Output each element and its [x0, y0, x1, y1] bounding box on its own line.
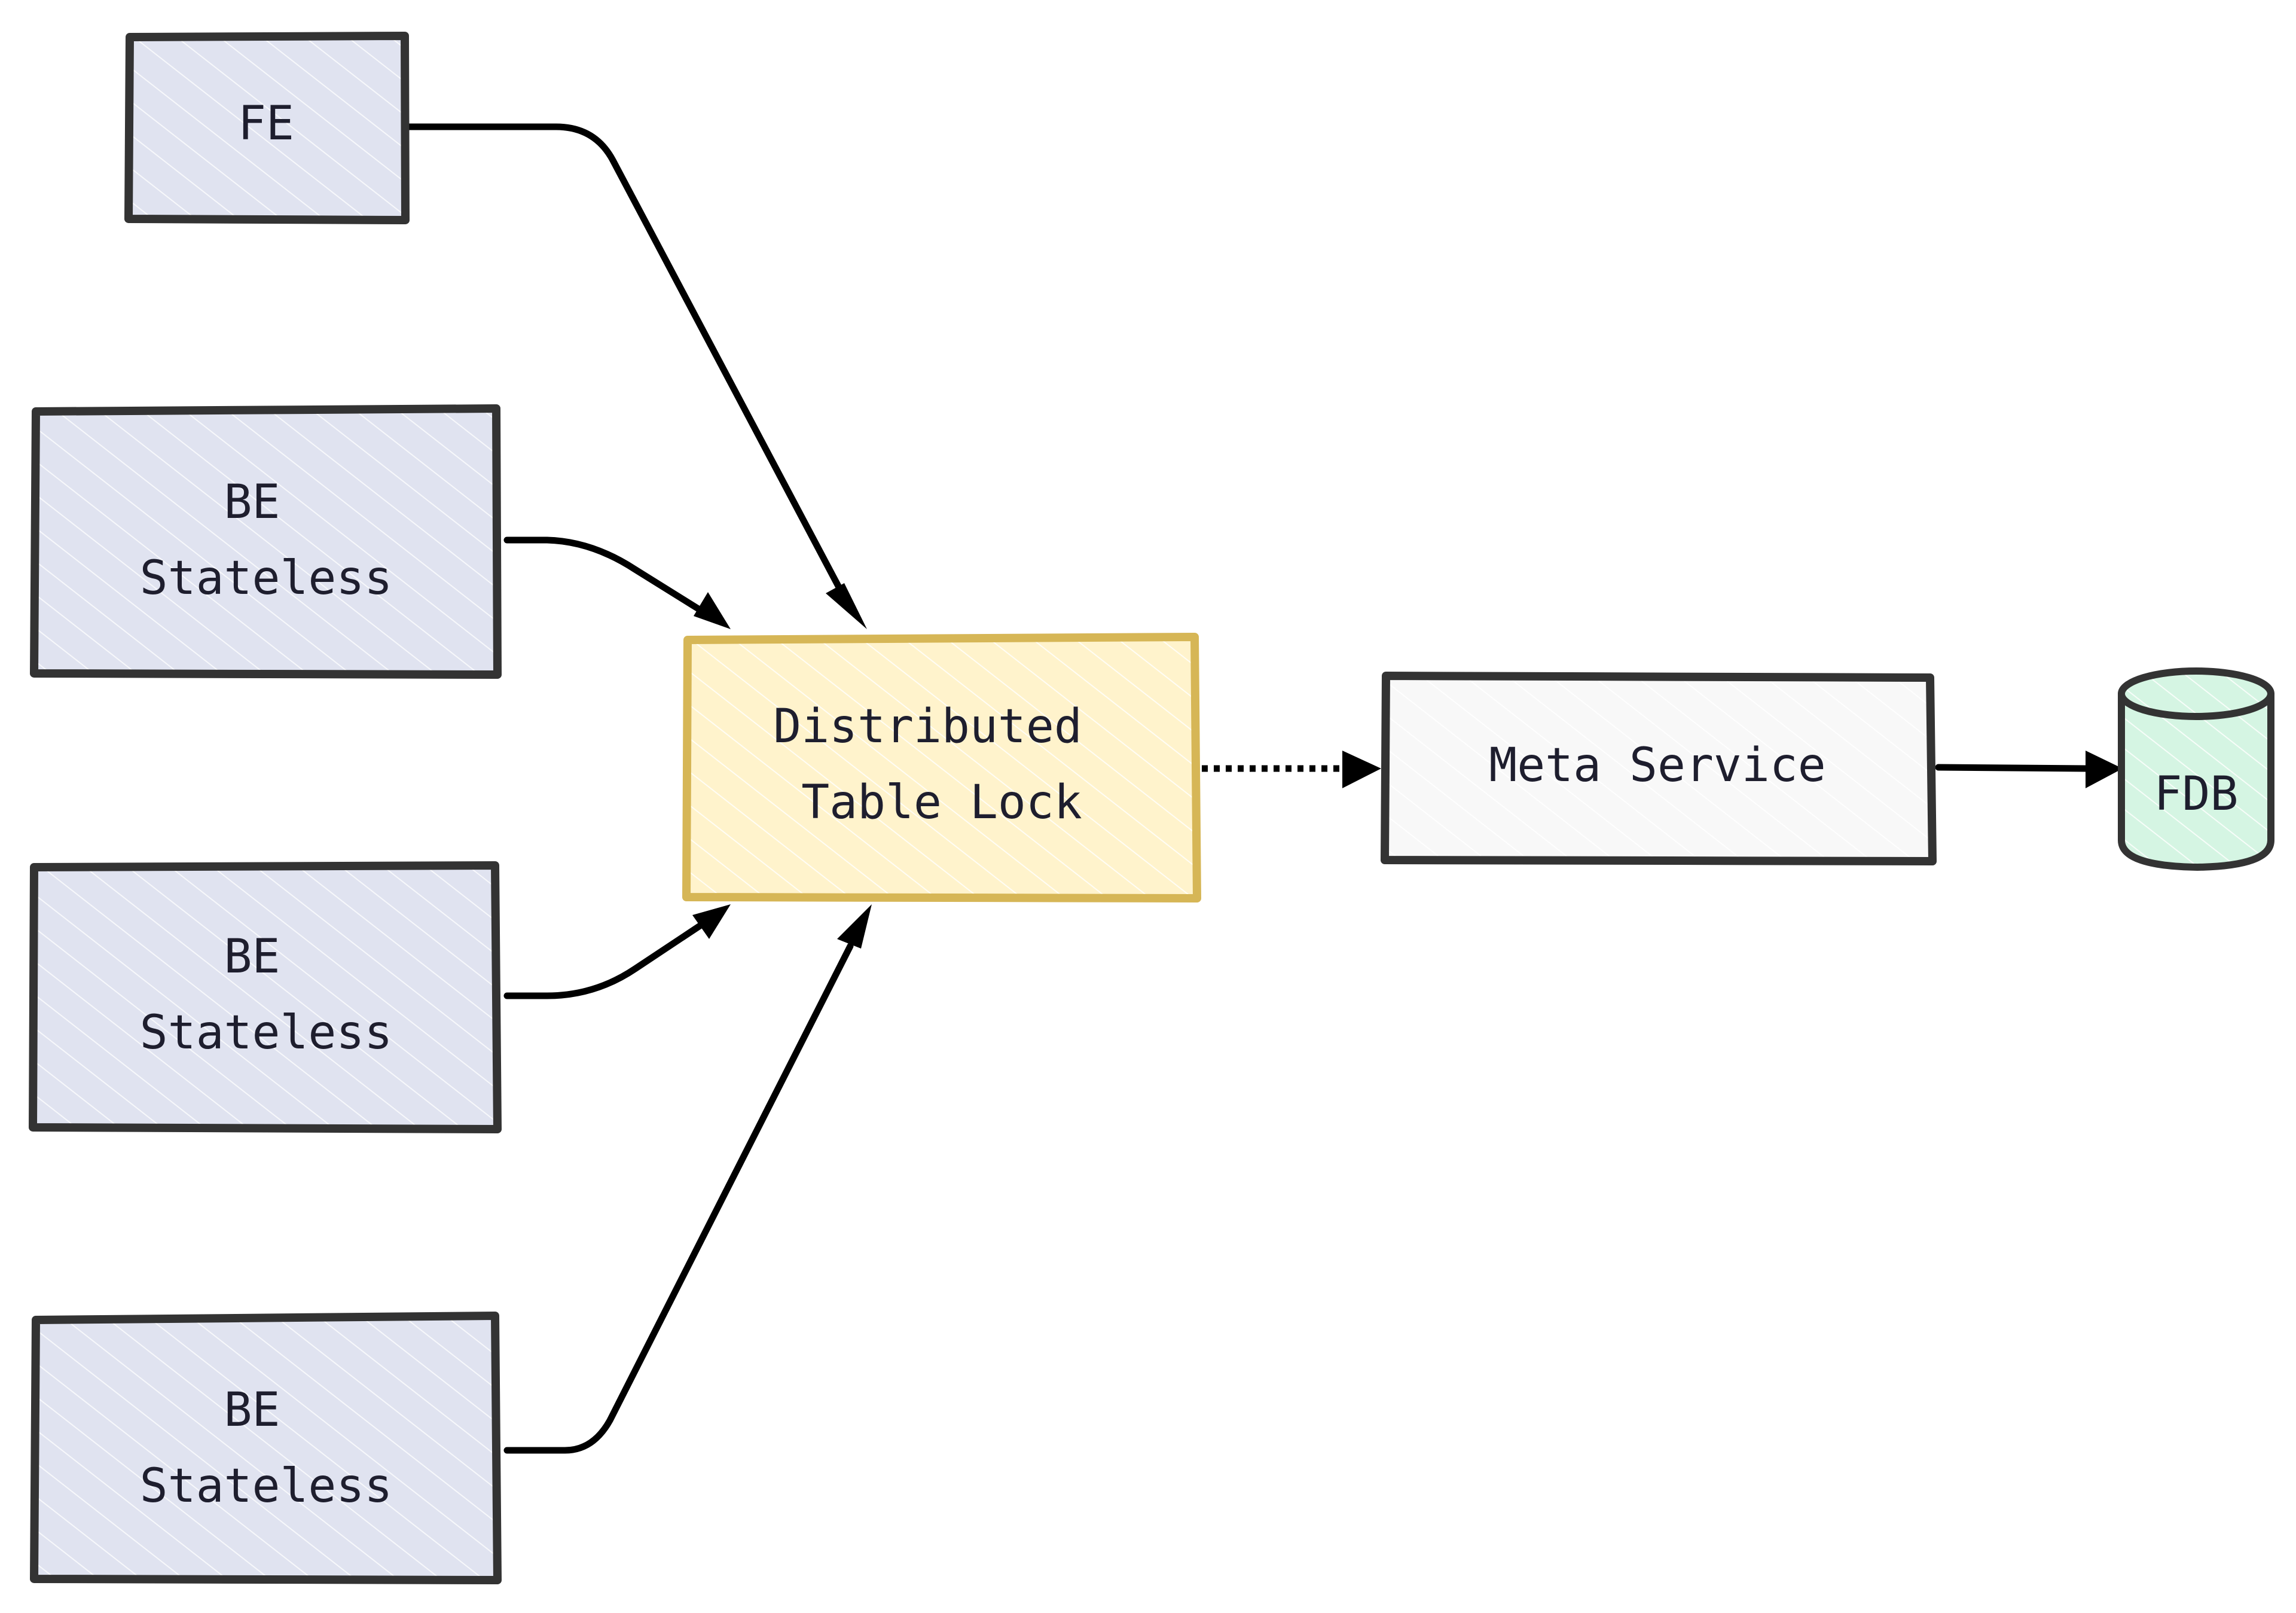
svg-text:BE Stateless: BE Stateless [140, 475, 393, 605]
edge-be2-to-lock [503, 920, 706, 999]
node-distributed-table-lock: Distributed Table Lock [682, 633, 1201, 902]
svg-text:FE: FE [238, 97, 294, 151]
be-3-label-line-1: BE [224, 1383, 280, 1437]
node-fe: FE [124, 32, 410, 224]
arrowhead-fe-to-lock [826, 583, 867, 629]
edges [403, 123, 2123, 1454]
edge-meta-to-fdb [1935, 764, 2089, 772]
edge-be1-to-lock [503, 536, 702, 612]
svg-text:Distributed Table Lock: Distributed Table Lock [773, 700, 1110, 830]
svg-text:FDB: FDB [2154, 767, 2239, 821]
arrowhead-be2-to-lock [692, 904, 731, 939]
lock-label-line-1: Distributed [773, 700, 1082, 754]
be-2-label-line-1: BE [224, 930, 280, 984]
be-3-label-line-2: Stateless [140, 1459, 393, 1513]
be-1-label-line-1: BE [224, 475, 280, 529]
node-meta-service: Meta Service [1381, 672, 1937, 865]
arrowhead-be3-to-lock [837, 904, 872, 949]
be-1-label-line-2: Stateless [140, 551, 393, 605]
node-be-stateless-1: BE Stateless [30, 404, 502, 679]
meta-service-label: Meta Service [1489, 739, 1826, 792]
edge-be3-to-lock [503, 943, 854, 1454]
edge-fe-to-lock [403, 123, 847, 599]
fdb-cylinder-body [2118, 690, 2274, 871]
arrowhead-lock-to-meta [1342, 751, 1381, 788]
fdb-label: FDB [2154, 767, 2239, 821]
lock-label-line-2: Table Lock [801, 776, 1082, 830]
fdb-cylinder-top [2118, 667, 2274, 720]
arrowhead-be1-to-lock [694, 592, 731, 629]
arrowhead-meta-to-fdb [2086, 751, 2123, 788]
node-be-stateless-3: BE Stateless [30, 1312, 502, 1584]
svg-text:Meta Service: Meta Service [1489, 739, 1826, 792]
fe-label: FE [238, 97, 294, 151]
svg-text:BE Stateless: BE Stateless [140, 1383, 393, 1513]
be-2-label-line-2: Stateless [140, 1006, 393, 1060]
svg-text:BE Stateless: BE Stateless [140, 930, 393, 1060]
node-fdb: FDB [2118, 667, 2274, 871]
node-be-stateless-2: BE Stateless [29, 861, 502, 1133]
